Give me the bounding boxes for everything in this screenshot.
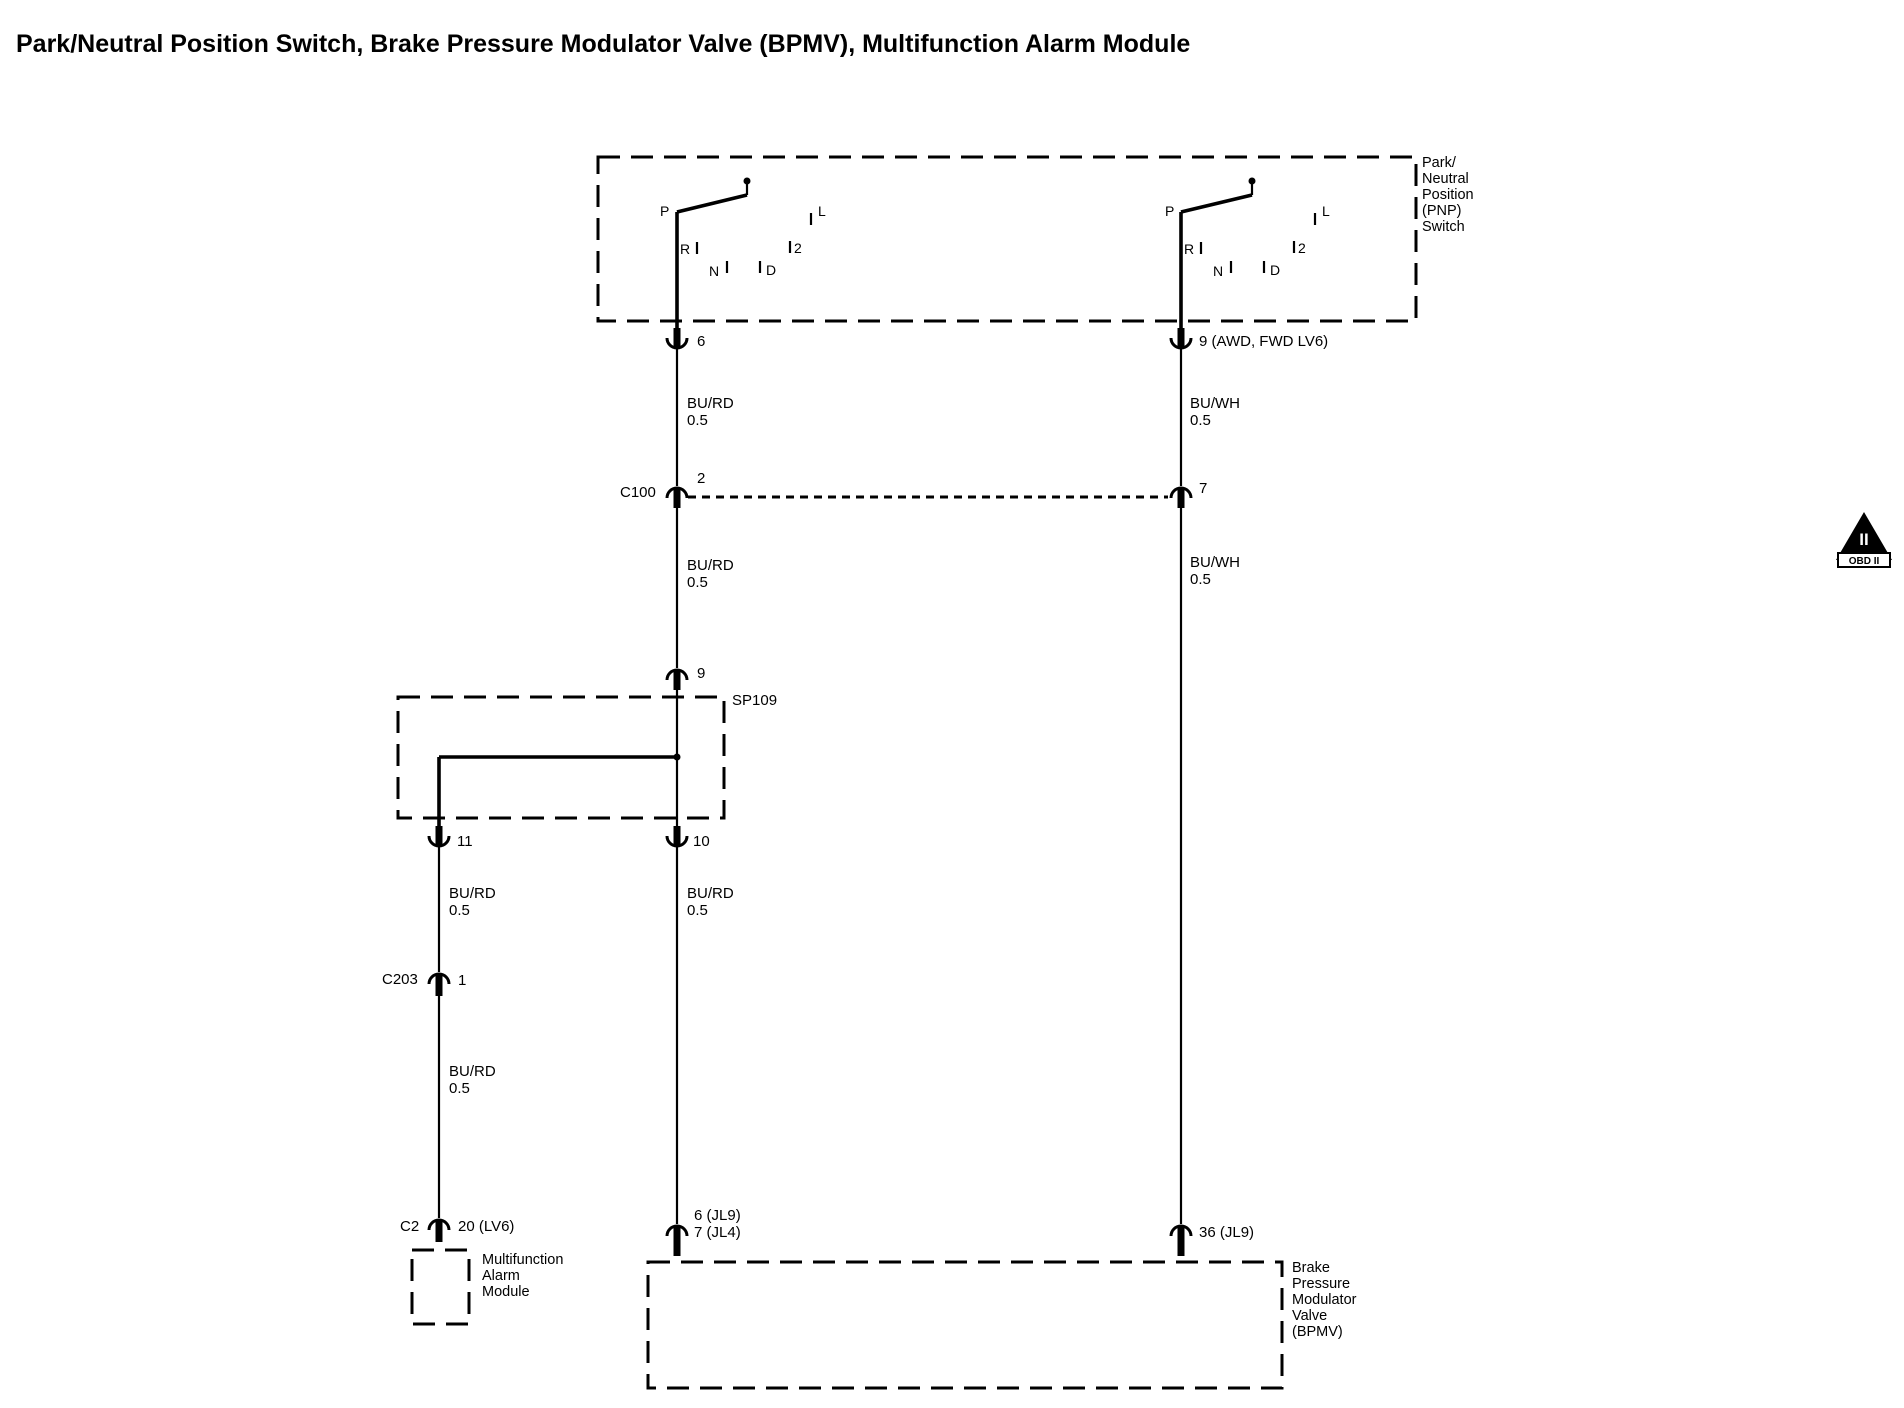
- obd-ii-icon: II OBD II: [1836, 512, 1892, 568]
- position-n-left: N: [709, 263, 719, 279]
- wire-label-w5-color: BU/RD: [449, 885, 496, 902]
- pin-sp109-10: 10: [693, 833, 710, 850]
- bpmv-box: [646, 1260, 1284, 1390]
- position-2-left: 2: [794, 240, 802, 256]
- sp109-outputs: 11 10: [427, 826, 710, 850]
- pin-c100-7: 7: [1199, 480, 1207, 497]
- position-r-left: R: [680, 241, 690, 257]
- wire-label-w1-size: 0.5: [687, 412, 708, 429]
- position-r-right: R: [1184, 241, 1194, 257]
- pin-pnp-9: 9 (AWD, FWD LV6): [1199, 333, 1328, 350]
- pin-bpmv-6: 6 (JL9): [694, 1207, 741, 1224]
- pnp-switch-label: Park/ Neutral Position (PNP) Switch: [1422, 155, 1478, 235]
- pin-sp109-9: 9: [697, 665, 705, 682]
- splice-sp109: [437, 690, 681, 834]
- position-d-left: D: [766, 262, 776, 278]
- position-p-right: P: [1165, 203, 1174, 219]
- position-l-left: L: [818, 203, 826, 219]
- wire-label-w1-color: BU/RD: [687, 395, 734, 412]
- sp109-box: [396, 695, 726, 820]
- wire-label-w3-color: BU/RD: [687, 557, 734, 574]
- pin-pnp-6: 6: [697, 333, 705, 350]
- wire-label-w6-color: BU/RD: [687, 885, 734, 902]
- pin-bpmv-7: 7 (JL4): [694, 1224, 741, 1241]
- bpmv-label: Brake Pressure Modulator Valve (BPMV): [1292, 1260, 1361, 1340]
- obd-badge-text: OBD II: [1849, 556, 1880, 567]
- position-l-right: L: [1322, 203, 1330, 219]
- circuit-alarm-branch: BU/RD 0.5 C203 1 BU/RD 0.5 C2 20 (LV6): [382, 846, 514, 1242]
- position-d-right: D: [1270, 262, 1280, 278]
- pnp-switch-right: P R N D 2 L: [1165, 177, 1330, 330]
- connector-c100: C100: [620, 484, 656, 501]
- connector-c203: C203: [382, 971, 418, 988]
- wire-label-w4-size: 0.5: [1190, 571, 1211, 588]
- position-p-left: P: [660, 203, 669, 219]
- pnp-switch-left: P R N D 2 L: [660, 177, 826, 330]
- circuit-bpmv-branch: BU/RD 0.5 6 (JL9) 7 (JL4): [665, 846, 741, 1256]
- pin-c203-1: 1: [458, 972, 466, 989]
- pin-c2-20: 20 (LV6): [458, 1218, 514, 1235]
- alarm-module-box: [410, 1248, 471, 1326]
- pnp-switch-box: [596, 155, 1418, 323]
- pin-bpmv-36: 36 (JL9): [1199, 1224, 1254, 1241]
- pin-c100-2: 2: [697, 470, 705, 487]
- obd-badge-symbol: II: [1859, 530, 1868, 549]
- page-title: Park/Neutral Position Switch, Brake Pres…: [16, 30, 1191, 58]
- connector-c2: C2: [400, 1218, 419, 1235]
- wire-label-w2-color: BU/WH: [1190, 395, 1240, 412]
- wire-label-w5-size: 0.5: [449, 902, 470, 919]
- wire-label-w2-size: 0.5: [1190, 412, 1211, 429]
- circuit-bu-wh: 9 (AWD, FWD LV6) BU/WH 0.5 7 BU/WH 0.5 3…: [1169, 328, 1328, 1256]
- pin-sp109-11: 11: [457, 833, 473, 850]
- wire-label-w6-size: 0.5: [687, 902, 708, 919]
- position-2-right: 2: [1298, 240, 1306, 256]
- splice-sp109-label: SP109: [732, 692, 777, 709]
- alarm-module-label: Multifunction Alarm Module: [482, 1252, 567, 1300]
- wire-label-w7-color: BU/RD: [449, 1063, 496, 1080]
- wire-label-w7-size: 0.5: [449, 1080, 470, 1097]
- wire-label-w4-color: BU/WH: [1190, 554, 1240, 571]
- wire-label-w3-size: 0.5: [687, 574, 708, 591]
- position-n-right: N: [1213, 263, 1223, 279]
- circuit-bu-rd: 6 BU/RD 0.5 C100 2 BU/RD 0.5 9: [620, 328, 734, 690]
